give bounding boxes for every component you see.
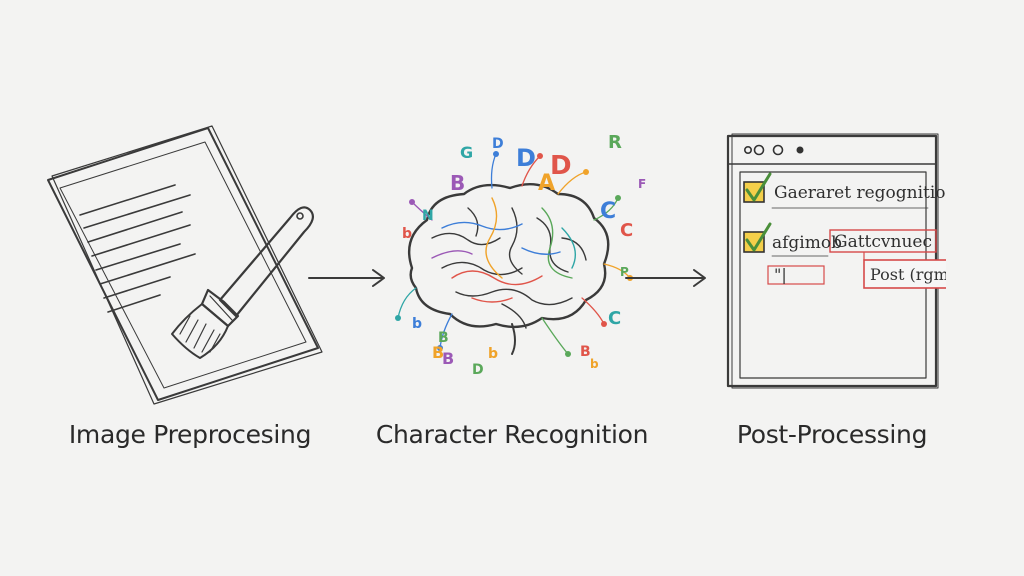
arrow-right-icon [308,269,385,287]
brain-letter: b [412,316,422,332]
brain-letter: B [432,343,444,362]
brain-letter: b [402,226,412,242]
step-1-caption: Image Preprocesing [68,420,312,449]
brain-letter: R [608,132,622,153]
brain-letter: C [608,308,621,329]
brain-letter: C [620,220,633,241]
brain-letter: N [422,208,434,224]
window-with-checklist-icon: Gaeraret regognition afgimob Gattcvnuec … [718,128,946,398]
step-2-caption: Character Recognition [375,420,649,449]
brain-letter: F [638,177,646,191]
brain-letter: D [516,144,536,172]
brain-letter: D [472,362,484,378]
brain-letter: B [450,171,465,195]
brain-letter: B [580,344,591,360]
brain-letter: D [492,136,504,152]
brain-letter: b [590,357,599,371]
document-with-brush-icon [47,125,323,405]
brain-letter: P [620,265,629,279]
brain-letter: C [600,199,616,224]
brain-letter: B [442,349,454,368]
brain-letter: G [460,143,473,162]
checklist-row-2-boxed-text: Gattcvnuec [834,232,932,252]
correction-label: Post (rgmvoro) [870,265,946,284]
arrow-right-icon [625,269,706,287]
brain-letter: A [538,171,555,196]
checklist-row-1-text: Gaeraret regognition [774,183,946,203]
checklist-row-3-mark: "| [774,265,787,284]
brain-letter: B [438,330,449,346]
brain-letter: b [488,346,498,362]
step-3-caption: Post-Processing [736,420,928,449]
brain-letter: D [550,151,572,181]
checklist-row-2-text: afgimob [772,233,842,253]
